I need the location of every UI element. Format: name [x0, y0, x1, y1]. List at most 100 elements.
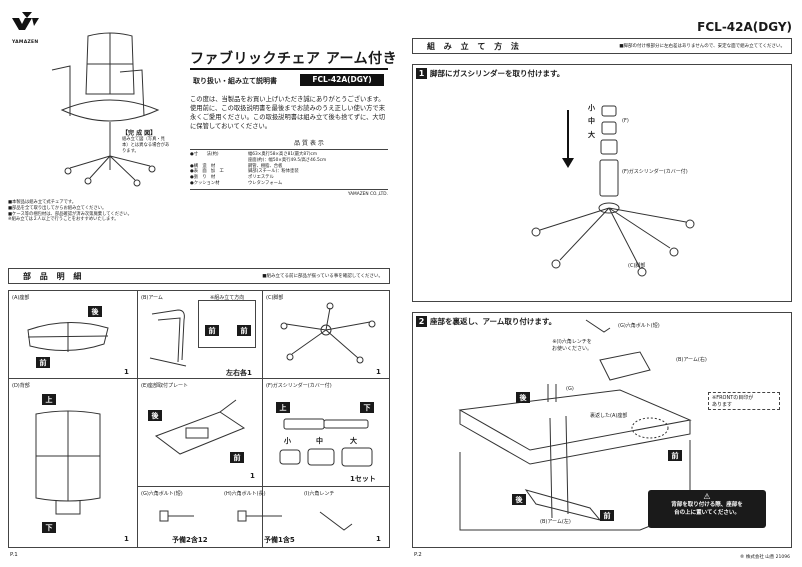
part-b-sub: ※組み立て方向	[210, 295, 245, 301]
spec-row: ●張 り 材 ポリエステル	[190, 175, 388, 181]
parts-title: 部 品 明 細	[23, 271, 85, 281]
cylinder-covers	[278, 446, 378, 472]
step1-panel	[412, 64, 792, 302]
part-e-label: (E)座部取付プレート	[141, 383, 189, 389]
spec-row: 座面(約)：幅50×奥行49.5/高さ46.5cm	[190, 158, 388, 164]
step2-arm-left-label: (B)アーム(左)	[540, 519, 571, 525]
title-rule	[190, 68, 388, 70]
cyl-large-label: 大	[350, 437, 357, 445]
spec-key: ●表 面 加 工	[190, 169, 224, 175]
step1-f2-label: (F)ガスシリンダー(カバー付)	[622, 169, 688, 175]
down-arrow-icon	[562, 110, 574, 174]
product-title: ファブリックチェア アーム付き	[190, 51, 398, 67]
warning-icon: ⚠	[703, 492, 711, 501]
intro-text: この度は、当製品をお買い上げいただき誠にありがとうございます。使用前に、この取扱…	[190, 96, 386, 131]
part-e-back-tag: 後	[148, 410, 162, 421]
wrench-icon	[584, 318, 612, 342]
seat-part	[22, 310, 114, 364]
page-2-number: P.2	[414, 552, 422, 558]
part-f-label: (F)ガスシリンダー(カバー付)	[266, 383, 332, 389]
step1-label-mid: 中	[588, 117, 595, 126]
subtitle: 取り扱い・組み立て説明書	[193, 77, 277, 85]
step2-title: 2 座部を裏返し、アーム取り付けます。	[416, 316, 556, 327]
brand-logo: YAMAZEN	[12, 12, 42, 45]
parts-header: 部 品 明 細 ■組み立てる前に部品が揃っている事を確認してください。	[8, 268, 390, 284]
spec-key: ●張 り 材	[190, 175, 216, 181]
part-d-qty: 1	[124, 535, 129, 543]
step2-warning-box: ⚠ 背部を取り付ける際、座部を 台の上に置いてください。	[648, 490, 766, 528]
grid-lines	[8, 290, 390, 548]
part-a-qty: 1	[124, 368, 129, 376]
left-note: ※組み立ては２人以上で行うことをおすすめいたします。	[8, 217, 119, 223]
spec-key: ●寸 法(約)	[190, 152, 219, 157]
part-d-top-tag: 上	[42, 394, 56, 405]
part-b-label: (B)アーム	[141, 295, 163, 301]
spec-value: 鋼管、樹脂、合板	[248, 163, 283, 169]
spec-row: ●寸 法(約) 幅63×奥行58×高さ81(最大87)cm	[190, 152, 388, 158]
arm-part	[146, 304, 194, 374]
part-f-top-tag: 上	[276, 402, 290, 413]
bolt-short-icon	[158, 508, 198, 528]
spec-value: 幅63×奥行58×高さ81(最大87)cm	[248, 152, 318, 157]
arm-dir-front-right: 前	[237, 325, 251, 336]
chair-illustration	[40, 28, 170, 198]
part-b-qty: 左右各1	[226, 369, 252, 377]
step2-panel	[412, 312, 792, 548]
assembly-note: ■脚部の付け根部分に左右差はありませんので、安定な面で組み立ててください。	[619, 44, 785, 49]
left-notes: ■本製品は組み立て式チェアです。■部品を全て取り出してからお組み立てください。■…	[8, 200, 188, 223]
brand-name: YAMAZEN	[12, 40, 39, 45]
part-g-label: (G)六角ボルト(短)	[141, 491, 183, 497]
step2-back-tag-2: 後	[512, 494, 526, 505]
model-badge: FCL-42A(DGY)	[300, 74, 384, 86]
step2-wrench-note: ※(I)六角レンチを お使いください。	[552, 339, 593, 352]
step2-back-tag-1: 後	[516, 392, 530, 403]
spec-row: ●クッション材ウレタンフォーム	[190, 181, 388, 187]
backrest-part	[28, 408, 108, 522]
cyl-mid-label: 中	[316, 437, 323, 445]
part-d-label: (D)背部	[12, 383, 30, 389]
spec-row: ●表 面 加 工脚部(スチール)：粉体塗装	[190, 169, 388, 175]
spec-value: ポリエステル	[248, 175, 274, 181]
part-a-front-tag: 前	[36, 357, 50, 368]
part-g-qty: 予備2含12	[172, 536, 208, 544]
step1-number: 1	[416, 68, 427, 79]
step1-label-large: 大	[588, 130, 595, 139]
step2-g-label: (G)	[566, 386, 574, 392]
front-note-box: ※FRONTの目印が あります	[708, 392, 780, 410]
completed-label: 【完 成 図】	[122, 130, 157, 137]
step2-front-note: ※FRONTの目印が あります	[712, 395, 754, 408]
part-i-qty: 1	[376, 535, 381, 543]
part-h-qty: 予備1含5	[264, 536, 295, 544]
step1-text: 脚部にガスシリンダーを取り付けます。	[430, 69, 565, 78]
page-1-number: P.1	[10, 552, 18, 558]
spec-key: ●構 造 材	[190, 163, 216, 169]
part-i-label: (I)六角レンチ	[304, 491, 335, 497]
spec-value: 座面(約)：幅50×奥行49.5/高さ46.5cm	[248, 157, 327, 163]
step2-front-tag-2: 前	[600, 510, 614, 521]
base-part	[276, 302, 376, 368]
cyl-small-label: 小	[284, 437, 291, 445]
plate-part	[150, 398, 250, 472]
cylinder-part	[282, 414, 372, 438]
part-c-label: (C)脚部	[266, 295, 284, 301]
part-a-back-tag: 後	[88, 306, 102, 317]
part-f-qty: 1セット	[350, 475, 376, 483]
parts-grid	[8, 290, 390, 548]
spec-key: ●クッション材	[190, 180, 220, 186]
part-f-bottom-tag: 下	[360, 402, 374, 413]
bolt-long-icon	[236, 508, 286, 528]
left-note: ■ケース等の梱包材は、部品確認が済み次第廃棄してください。	[8, 211, 132, 217]
step2-seat-label: 裏返した(A)座部	[590, 413, 628, 419]
left-note: ■本製品は組み立て式チェアです。	[8, 200, 77, 205]
part-e-qty: 1	[250, 472, 255, 480]
hex-wrench-icon	[316, 508, 356, 538]
part-a-label: (A)座部	[12, 295, 30, 301]
parts-note: ■組み立てる前に部品が揃っている事を確認してください。	[262, 274, 383, 279]
step2-bolt-label: (G)六角ボルト(短)	[618, 323, 660, 329]
spec-row: ●構 造 材 鋼管、樹脂、合板	[190, 164, 388, 170]
part-d-bottom-tag: 下	[42, 522, 56, 533]
step2-number: 2	[416, 316, 427, 327]
arm-direction-box: 前 前	[198, 300, 256, 348]
